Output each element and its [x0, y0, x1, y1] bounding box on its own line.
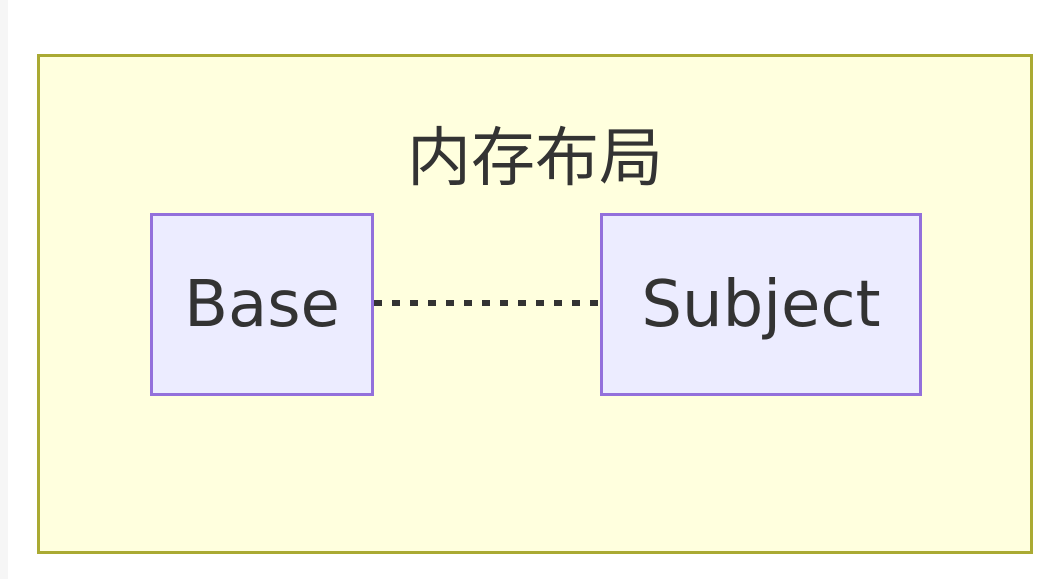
node-subject-label: Subject [641, 267, 881, 342]
cluster-title: 内存布局 [407, 122, 663, 196]
base-subject-edge [374, 300, 600, 306]
node-subject: Subject [600, 213, 922, 396]
left-margin-strip [0, 0, 8, 579]
node-base-label: Base [184, 267, 340, 342]
node-base: Base [150, 213, 374, 396]
